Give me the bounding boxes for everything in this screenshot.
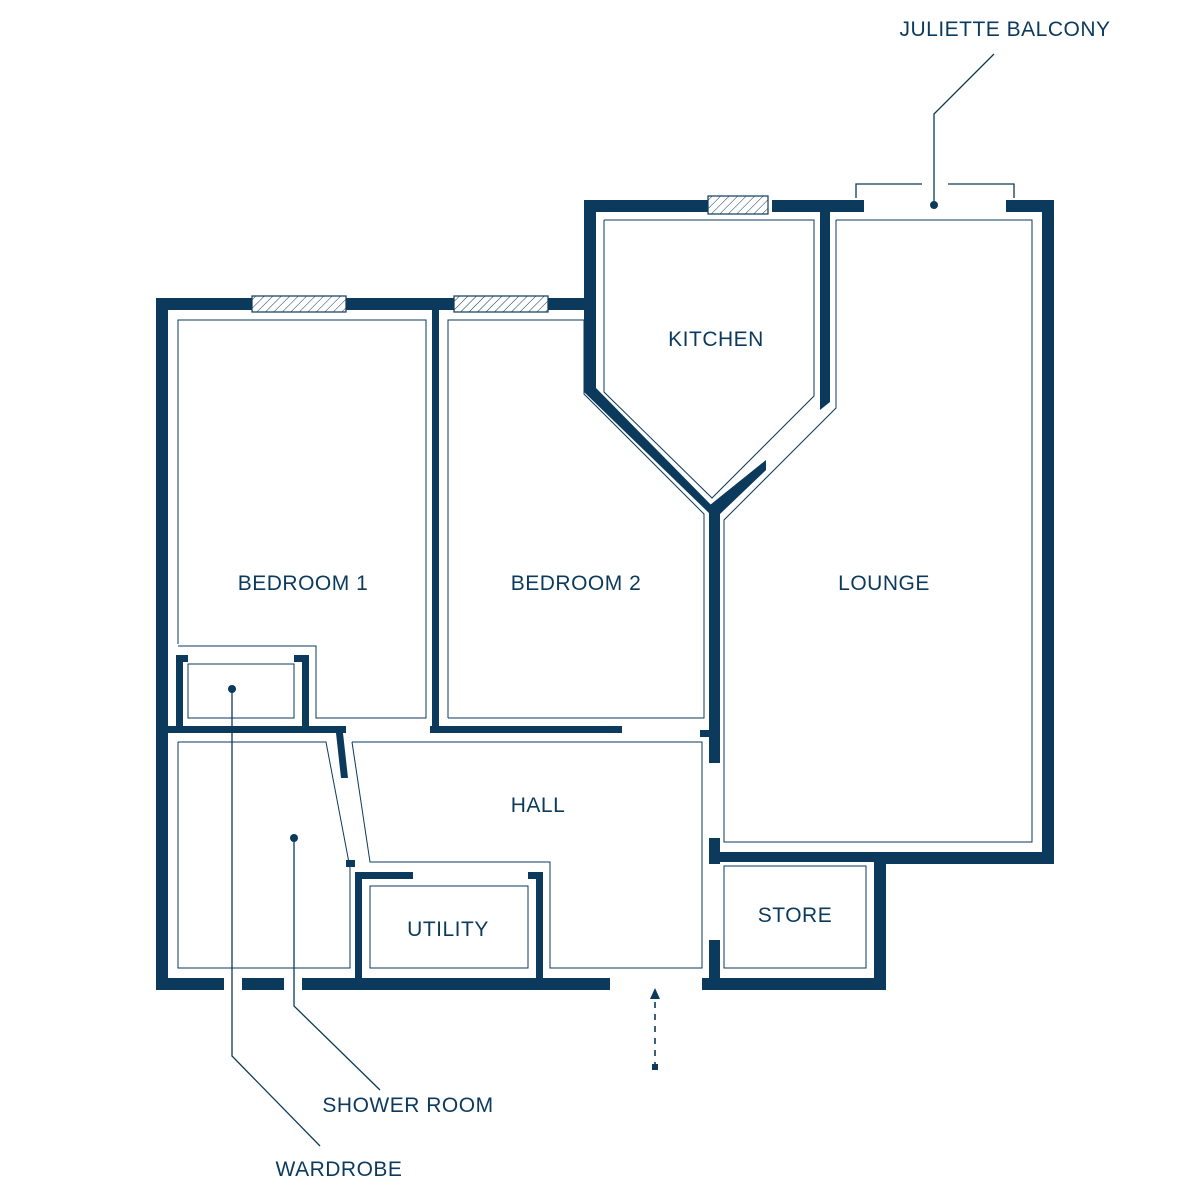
callout-leaders [228,685,381,1147]
entrance-arrow-icon [650,988,660,1070]
windows [251,195,769,313]
room-label-store: STORE [758,904,832,927]
bedroom2-window [453,295,549,313]
room-label-hall: HALL [511,794,566,817]
callout-labels: JULIETTE BALCONY SHOWER ROOM WARDROBE [276,18,1110,1181]
callout-shower-room: SHOWER ROOM [322,1094,493,1117]
room-label-kitchen: KITCHEN [668,328,764,351]
room-labels: BEDROOM 1 BEDROOM 2 KITCHEN LOUNGE HALL … [238,328,930,941]
walls [156,200,1054,990]
room-outlines [177,219,1033,969]
wardrobe-leader [231,690,321,1147]
callout-wardrobe: WARDROBE [276,1158,403,1181]
callout-juliette-balcony: JULIETTE BALCONY [899,18,1110,41]
room-label-bedroom1: BEDROOM 1 [238,572,369,595]
kitchen-window [707,195,769,215]
shower-room-leader [293,838,381,1091]
room-label-utility: UTILITY [407,918,489,941]
bedroom1-window [251,295,347,313]
juliette-balcony [855,53,1015,209]
room-label-bedroom2: BEDROOM 2 [511,572,642,595]
room-label-lounge: LOUNGE [838,572,930,595]
